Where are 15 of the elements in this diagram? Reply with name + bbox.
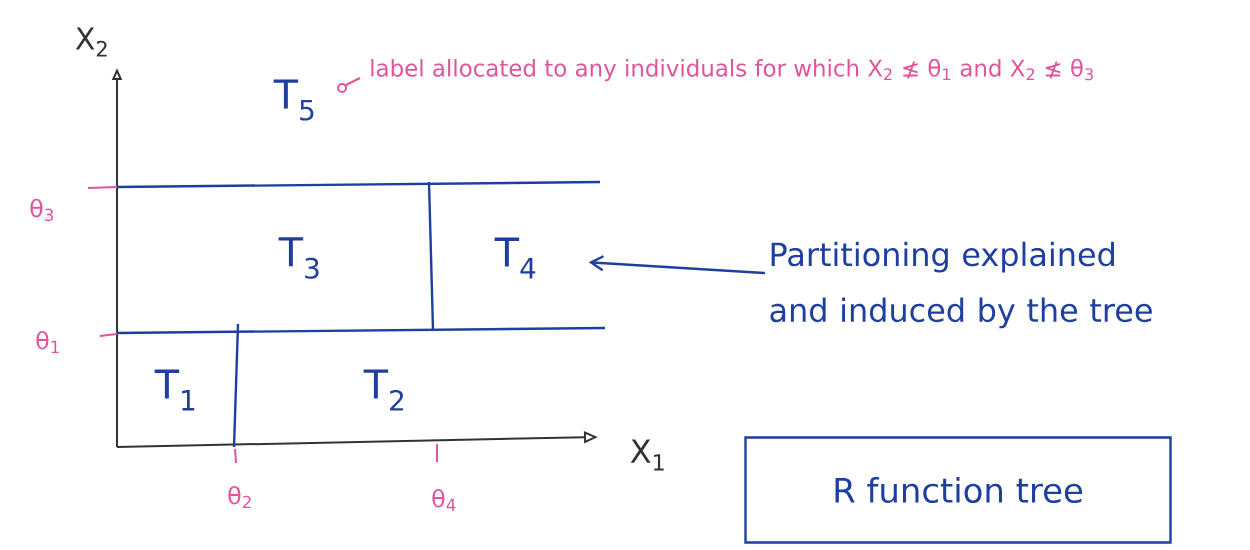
function-box: R function tree (744, 436, 1172, 544)
tick-label: θ$_{4}$ (432, 488, 456, 512)
region-label: T$_{4}$ (494, 237, 536, 279)
tick-label: θ$_{1}$ (36, 330, 59, 354)
axis-label: X$_{2}$ (75, 27, 107, 57)
region-label: T$_{2}$ (363, 369, 403, 411)
tick-label: θ$_{3}$ (30, 198, 54, 222)
region-label: T$_{3}$ (278, 237, 319, 279)
region-label: T$_{1}$ (154, 369, 195, 411)
arrow (588, 255, 766, 275)
annotation-text: Partitioning explained and induced by the tree (770, 241, 1152, 329)
note-text: label allocated to any individuals for which X$_{2}$ ≰ θ$_{1}$ and X$_{2}$ ≰ θ$_{3}$ (371, 58, 1093, 82)
tick-label: θ$_{2}$ (228, 485, 251, 509)
region-label: T$_{5}$ (273, 79, 314, 121)
axis-label: X$_{1}$ (630, 439, 664, 471)
